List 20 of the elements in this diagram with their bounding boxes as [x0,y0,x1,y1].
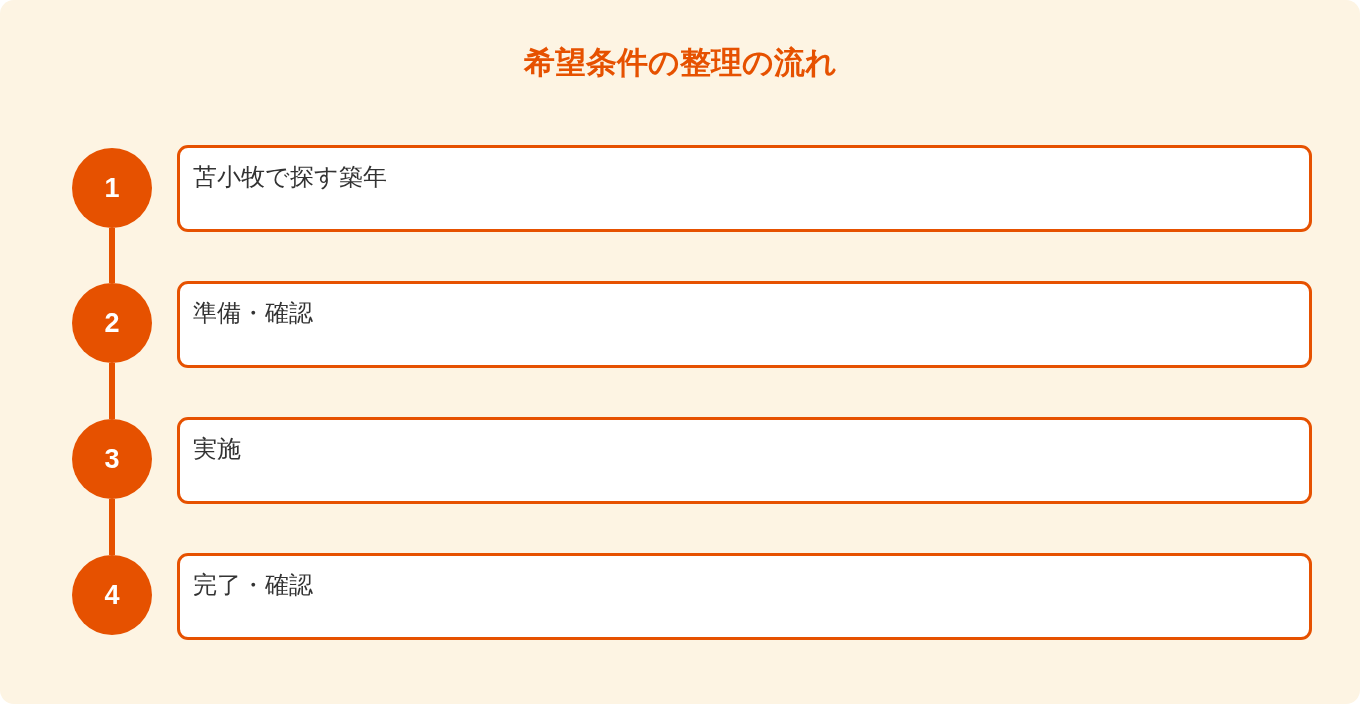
connector-line [109,228,115,283]
step-box [177,281,1312,368]
step-number-circle [72,283,152,363]
step-text: 準備・確認 [193,298,313,329]
title: 希望条件の整理の流れ [523,43,837,82]
step-text: 実施 [193,434,241,465]
step-number: 4 [104,580,120,610]
step-number: 2 [104,308,120,338]
step-box [177,417,1312,504]
step-number-circle [72,419,152,499]
step-text: 苫小牧で探す築年 [193,162,387,193]
step-number-circle [72,148,152,228]
connector-line [109,499,115,555]
connector-line [109,363,115,419]
step-text: 完了・確認 [193,570,313,601]
step-number: 1 [104,173,120,203]
step-number-circle [72,555,152,635]
step-box [177,145,1312,232]
step-box [177,553,1312,640]
step-number: 3 [104,444,120,474]
